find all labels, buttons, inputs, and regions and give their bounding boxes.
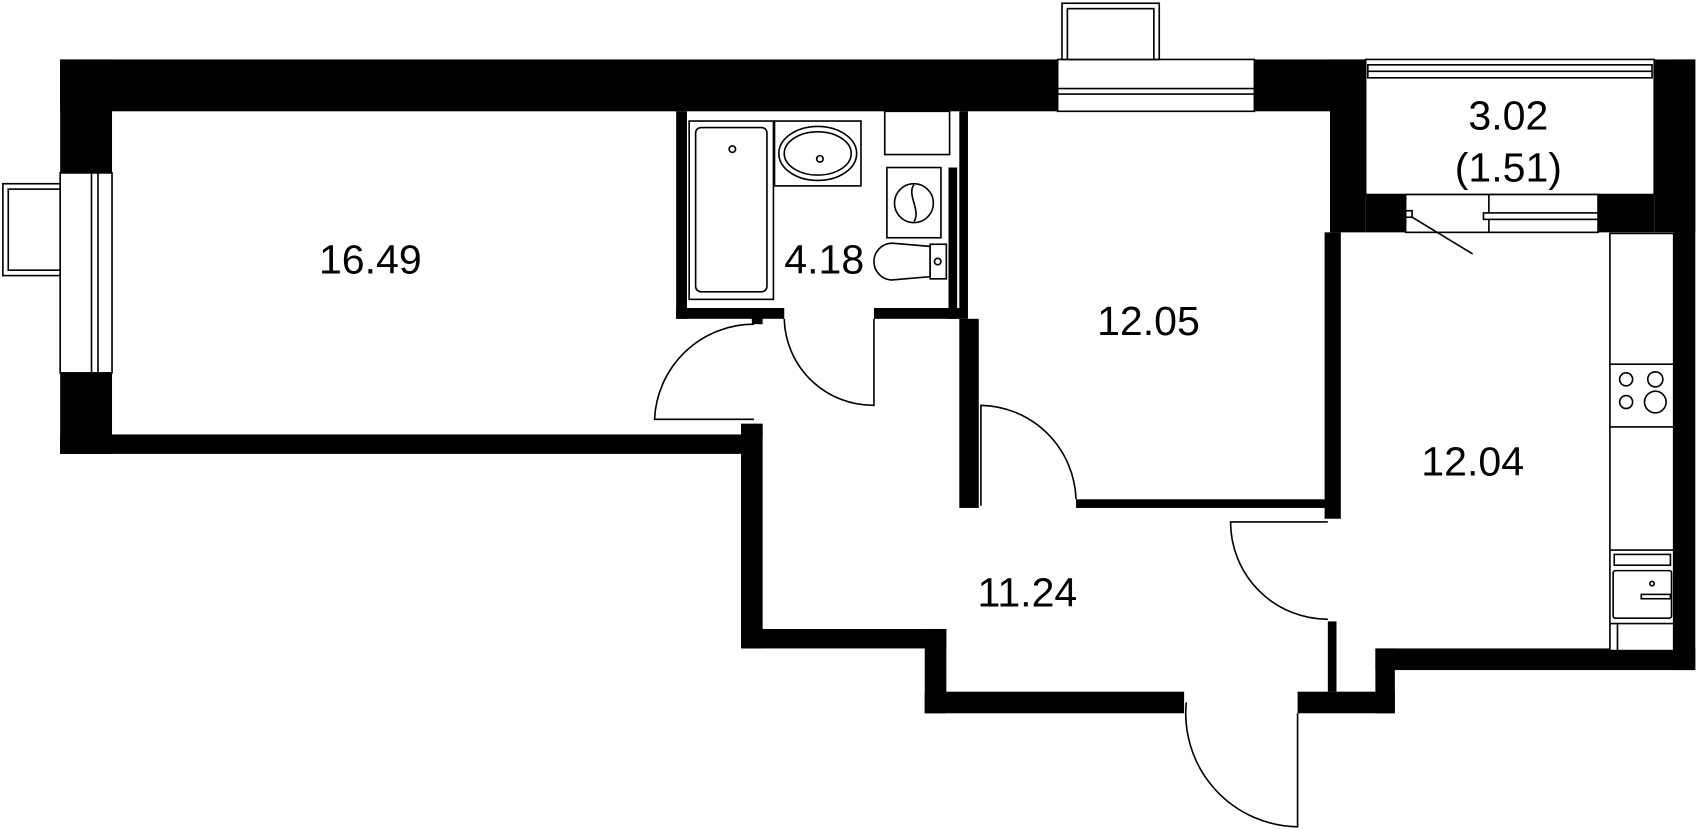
sink (773, 120, 862, 187)
bathroom-fixtures (688, 110, 951, 301)
room-area-loggia-reduced: (1.51) (1455, 145, 1562, 191)
toilet (873, 242, 931, 281)
living-door (653, 323, 754, 421)
bathroom-door (783, 318, 875, 407)
doors (653, 318, 1328, 828)
room-area-loggia: 3.02 (1468, 93, 1548, 139)
window-left (2, 172, 113, 374)
room-area-kitchen: 12.04 (1421, 439, 1524, 485)
entrance-door (1184, 702, 1299, 828)
room-area-bedroom: 12.05 (1097, 298, 1200, 344)
room-area-bathroom: 4.18 (784, 236, 864, 282)
room-area-living: 16.49 (319, 236, 422, 282)
bedroom-door (980, 404, 1077, 506)
kitchen-door (1229, 521, 1328, 621)
balcony-window-top (1056, 2, 1256, 113)
room-area-hallway: 11.24 (978, 569, 1078, 615)
kitchen-counter (1609, 232, 1675, 652)
loggia (1364, 58, 1656, 255)
walls (60, 59, 1696, 714)
